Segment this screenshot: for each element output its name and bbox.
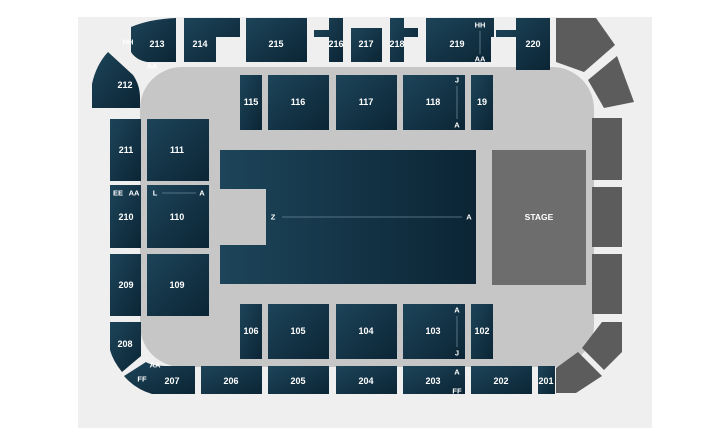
section-209[interactable] [110,254,141,316]
stage [492,150,586,285]
unavailable-section-bottom-right [556,352,602,393]
section-115[interactable] [240,75,262,130]
section-206[interactable] [201,366,262,394]
section-214[interactable] [184,18,240,62]
section-116[interactable] [268,75,329,130]
section-213[interactable] [131,18,176,62]
section-109[interactable] [147,254,209,316]
section-111[interactable] [147,119,209,181]
unavailable-section-side-1 [592,118,622,180]
section-220[interactable] [496,18,550,70]
section-202[interactable] [471,366,532,394]
row-label: AA [147,62,158,71]
section-217[interactable] [351,28,382,62]
section-105[interactable] [268,304,329,359]
section-106[interactable] [240,304,262,359]
section-203[interactable] [403,366,465,394]
section-212[interactable] [92,52,140,108]
section-215[interactable] [246,18,307,62]
section-208[interactable] [110,322,141,372]
section-119[interactable] [471,75,493,130]
section-102[interactable] [471,304,493,359]
stage-label: STAGE [525,212,554,222]
unavailable-section-top-right [556,18,615,72]
section-207[interactable] [124,362,195,394]
section-216[interactable] [314,18,343,62]
section-110[interactable] [147,185,209,248]
section-104[interactable] [336,304,397,359]
unavailable-sections [556,18,634,393]
section-210[interactable] [110,185,141,248]
unavailable-section-corner-lower [582,322,622,370]
section-218[interactable] [390,18,418,62]
section-118[interactable] [403,75,465,130]
unavailable-section-corner-upper [588,56,634,108]
section-219[interactable] [426,18,494,62]
section-201[interactable] [538,366,555,394]
section-204[interactable] [336,366,397,394]
unavailable-section-side-2 [592,187,622,247]
section-117[interactable] [336,75,397,130]
section-211[interactable] [110,119,141,181]
unavailable-section-side-3 [592,254,622,314]
section-205[interactable] [268,366,329,394]
section-103[interactable] [403,304,465,359]
